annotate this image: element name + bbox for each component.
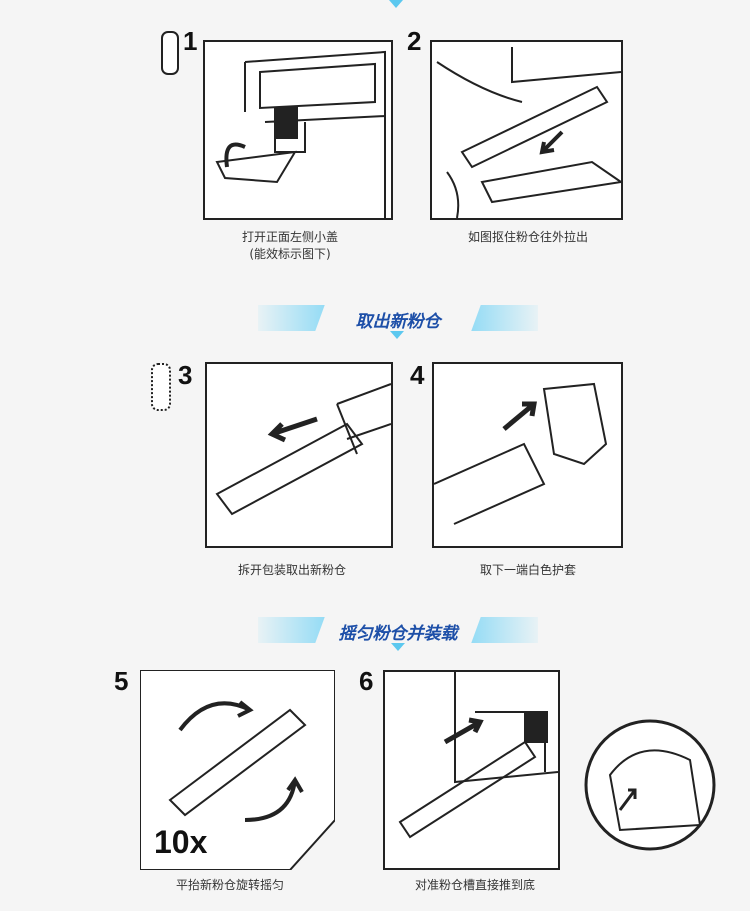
step-1-caption: 打开正面左侧小盖 — [241, 230, 338, 244]
section-banner: 取出新粉仓 — [258, 305, 538, 332]
step-6-illustration — [383, 670, 560, 870]
step-1-note: (能效标示图下) — [249, 247, 331, 261]
step-2-caption: 如图抠住粉仓往外拉出 — [467, 230, 588, 244]
step-6-caption: 对准粉仓槽直接推到底 — [414, 878, 535, 892]
step-5-caption: 平抬新粉仓旋转摇匀 — [175, 878, 284, 892]
step-number: 5 — [114, 666, 129, 696]
step-1-illustration — [203, 40, 393, 220]
step-number: 6 — [359, 666, 374, 696]
toner-package-icon — [151, 363, 171, 411]
section-title: 取出新粉仓 — [355, 312, 441, 332]
section-pointer-icon — [389, 0, 403, 8]
step-3-illustration — [205, 362, 393, 548]
step-number: 2 — [407, 26, 422, 56]
step-number: 4 — [410, 360, 425, 390]
toner-cartridge-icon — [161, 31, 179, 75]
repeat-count: 10x — [154, 824, 208, 860]
section-banner: 摇匀粉仓并装载 — [258, 617, 538, 644]
section-pointer-icon — [390, 331, 404, 339]
step-3-caption: 拆开包装取出新粉仓 — [237, 563, 346, 577]
step-5-illustration: 10x — [140, 670, 335, 870]
step-4-caption: 取下一端白色护套 — [479, 563, 576, 577]
step-number: 3 — [178, 360, 193, 390]
step-4-illustration — [432, 362, 623, 548]
step-number: 1 — [183, 26, 198, 56]
step-2-illustration — [430, 40, 623, 220]
section-pointer-icon — [391, 643, 405, 651]
section-title: 摇匀粉仓并装载 — [338, 624, 458, 644]
zoom-detail-icon — [584, 719, 716, 851]
